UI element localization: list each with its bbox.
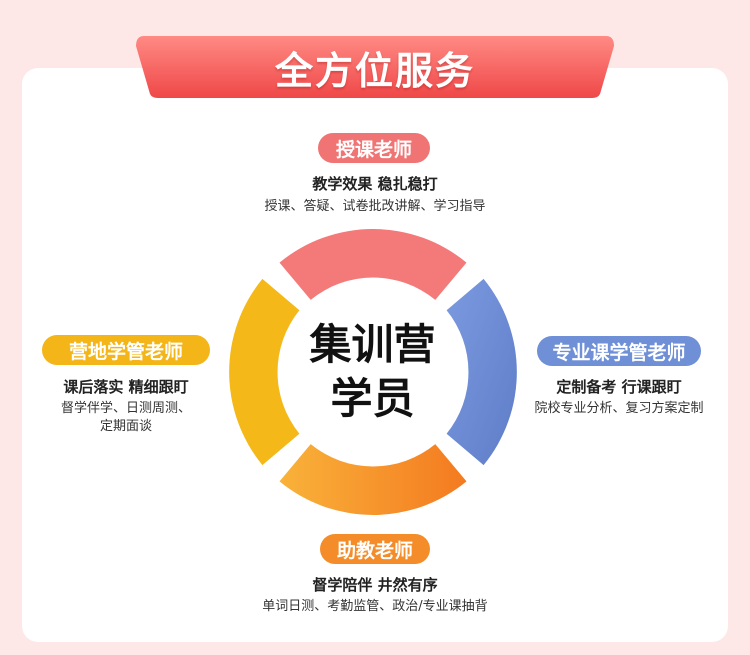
center-line-1: 集训营 <box>309 320 436 369</box>
center-label: 集训营 学员 <box>300 318 445 426</box>
center-line-2: 学员 <box>330 374 415 423</box>
role-headline-right: 定制备考 行课跟盯 <box>556 378 682 396</box>
ring-segment-bottom <box>279 444 467 515</box>
role-badge-bottom: 助教老师 <box>320 534 430 564</box>
role-badge-left: 营地学管老师 <box>42 335 210 365</box>
role-detail-left-2: 定期面谈 <box>99 419 152 434</box>
role-headline-top: 教学效果 稳扎稳打 <box>312 175 438 193</box>
banner-shape <box>136 36 614 98</box>
title-banner: 全方位服务 <box>130 34 620 100</box>
role-badge-right: 专业课学管老师 <box>537 336 701 366</box>
role-detail-right: 院校专业分析、复习方案定制 <box>534 401 704 416</box>
role-headline-bottom: 督学陪伴 井然有序 <box>312 576 438 594</box>
page-title: 全方位服务 <box>274 48 475 93</box>
ring-segment-left <box>229 278 300 466</box>
ring-segment-right <box>446 278 517 466</box>
role-headline-left: 课后落实 精细跟盯 <box>63 378 189 396</box>
role-detail-bottom: 单词日测、考勤监管、政治/专业课抽背 <box>262 599 488 614</box>
ring-segment-top <box>279 229 467 300</box>
role-detail-left-1: 督学伴学、日测周测、 <box>60 401 191 416</box>
role-badge-top: 授课老师 <box>318 133 430 163</box>
role-detail-top: 授课、答疑、试卷批改讲解、学习指导 <box>264 199 486 214</box>
